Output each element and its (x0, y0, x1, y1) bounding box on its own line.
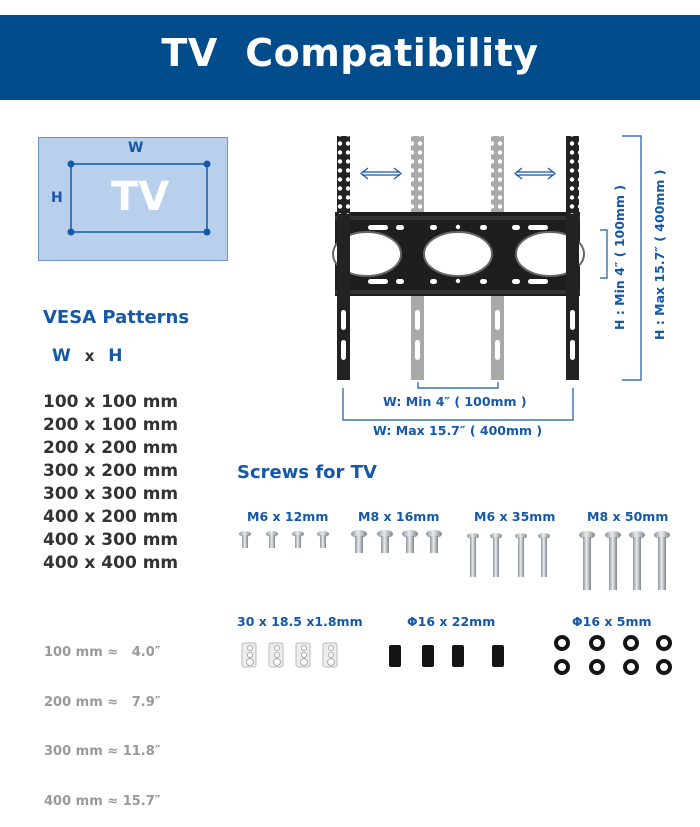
conversion-list: 100 mm ≈ 4.0″ 200 mm ≈ 7.9″ 300 mm ≈ 11.… (44, 612, 161, 827)
tv-height-label: H (51, 190, 63, 206)
screw-icon (317, 531, 329, 548)
screw-icon (239, 531, 251, 548)
spacer-label: Φ16 x 22mm (407, 614, 496, 629)
mount-diagram (332, 135, 642, 421)
screw-label: M8 x 50mm (587, 509, 669, 524)
height-min-label: H : Min 4″ ( 100mm ) (612, 184, 627, 330)
double-arrow-icon (360, 167, 402, 180)
vesa-pattern: 100 x 100 mm (43, 392, 179, 412)
tv-outline (67, 160, 211, 236)
tv-label: TV (111, 174, 170, 220)
screw-icon (426, 530, 442, 553)
screw-icon (538, 533, 550, 577)
screw-icon (515, 533, 527, 577)
spacer-icon (452, 645, 464, 667)
screw-icon (579, 531, 595, 590)
washer-icon (554, 635, 570, 651)
vesa-axis-x: x (84, 347, 95, 365)
outer-arm-right (566, 136, 579, 380)
plate-label: 30 x 18.5 x1.8mm (237, 614, 363, 629)
screw-icon (351, 530, 367, 553)
header-banner (0, 15, 700, 100)
spacer-icon (389, 645, 401, 667)
spacer-icon (492, 645, 504, 667)
tv-diagram: TV W H (38, 137, 228, 261)
vesa-axis: W x H (52, 346, 123, 366)
plate-icon (322, 642, 338, 668)
spacer-icon (422, 645, 434, 667)
screws-title: Screws for TV (237, 462, 377, 483)
conversion-row: 400 mm ≈ 15.7″ (44, 793, 161, 809)
vesa-axis-h: H (108, 346, 123, 366)
conversion-row: 100 mm ≈ 4.0″ (44, 645, 161, 660)
screw-label: M6 x 12mm (247, 509, 329, 524)
screw-icon (377, 530, 393, 553)
screw-icon (467, 533, 479, 577)
screw-icon (605, 531, 621, 590)
height-max-label: H : Max 15.7″ ( 400mm ) (652, 169, 667, 340)
screw-icon (629, 531, 645, 590)
width-max-label: W: Max 15.7″ ( 400mm ) (373, 423, 543, 438)
vesa-pattern: 400 x 200 mm (43, 507, 179, 527)
conversion-row: 300 mm ≈ 11.8″ (44, 744, 161, 759)
plate-icon (241, 642, 257, 668)
wall-plate (332, 212, 585, 296)
screw-icon (402, 530, 418, 553)
screw-icon (490, 533, 502, 577)
tv-width-label: W (128, 140, 144, 156)
vesa-pattern: 300 x 200 mm (43, 461, 179, 481)
washer-icon (623, 659, 639, 675)
screw-label: M6 x 35mm (474, 509, 556, 524)
outer-arm-left (337, 136, 350, 380)
conversion-row: 200 mm ≈ 7.9″ (44, 694, 161, 710)
vesa-pattern: 200 x 200 mm (43, 438, 179, 458)
washer-icon (554, 659, 570, 675)
washer-icon (589, 635, 605, 651)
vesa-pattern-list: 100 x 100 mm 200 x 100 mm 200 x 200 mm 3… (43, 391, 178, 575)
screw-icon (292, 531, 304, 548)
vesa-pattern: 400 x 300 mm (43, 530, 179, 550)
vesa-axis-w: W (52, 346, 71, 366)
vesa-pattern: 200 x 100 mm (43, 415, 179, 435)
page-title: TV Compatibility (161, 31, 539, 75)
width-min-label: W: Min 4″ ( 100mm ) (383, 394, 527, 409)
plate-icon (295, 642, 311, 668)
vesa-pattern: 400 x 400 mm (43, 553, 179, 573)
washer-icon (589, 659, 605, 675)
washer-label: Φ16 x 5mm (572, 614, 652, 629)
washer-icon (656, 635, 672, 651)
vesa-title: VESA Patterns (43, 307, 190, 328)
screw-label: M8 x 16mm (358, 509, 440, 524)
plate-icon (268, 642, 284, 668)
double-arrow-icon (514, 167, 556, 180)
hardware-illustrations (239, 530, 672, 675)
vesa-pattern: 300 x 300 mm (43, 484, 179, 504)
screw-icon (654, 531, 670, 590)
screw-icon (266, 531, 278, 548)
washer-icon (656, 659, 672, 675)
washer-icon (623, 635, 639, 651)
